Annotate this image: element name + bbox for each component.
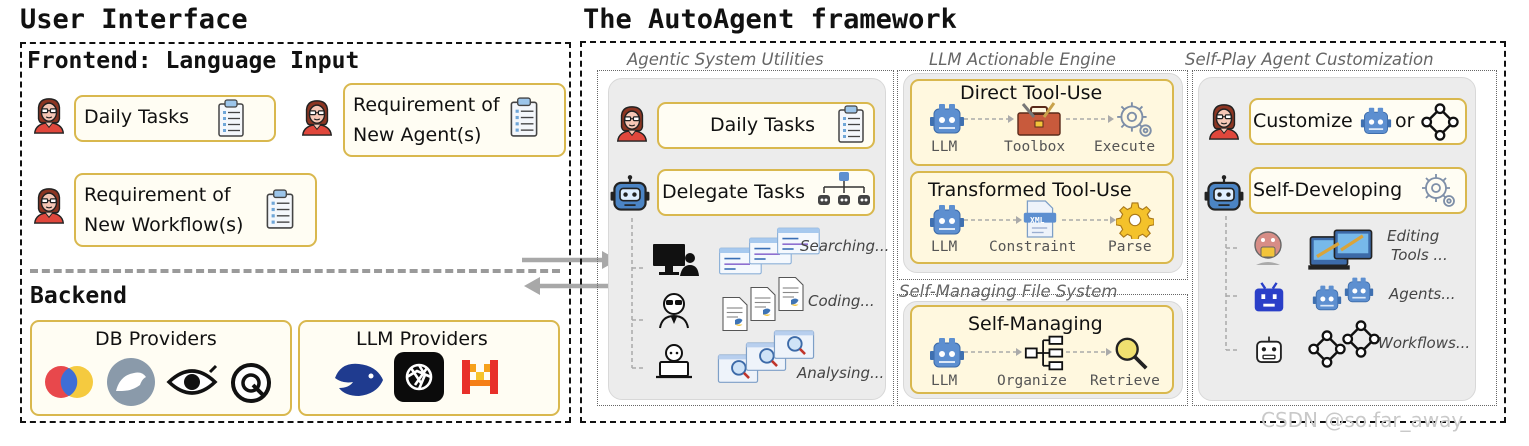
transformed-llm-label: LLM xyxy=(931,239,958,255)
engine-panel xyxy=(897,70,1188,280)
llm-icon xyxy=(929,102,965,138)
constraint-label: Constraint xyxy=(989,239,1077,255)
llm-providers-title: LLM Providers xyxy=(356,328,488,350)
user-icon xyxy=(30,186,68,224)
user-interface-title: User Interface xyxy=(20,4,248,35)
db-provider-q-logo-icon xyxy=(231,363,271,403)
db-providers-title: DB Providers xyxy=(95,328,217,350)
file-system-llm-label: LLM xyxy=(931,373,958,389)
clipboard-icon xyxy=(216,98,246,138)
workflow-bot-icon xyxy=(1252,334,1286,368)
self-managing-title: Self-Managing xyxy=(968,313,1103,335)
agent-bot-icon xyxy=(1250,280,1288,318)
analysis-window-icon xyxy=(772,326,816,360)
bidirectional-arrows xyxy=(522,251,618,295)
backend-title: Backend xyxy=(30,283,127,309)
agent-hierarchy-icon xyxy=(814,170,874,212)
self-developing-label: Self-Developing xyxy=(1253,179,1403,201)
editing-tools-line1: Editing xyxy=(1387,227,1440,245)
user-interface-panel xyxy=(20,42,571,423)
new-agent-line2: New Agent(s) xyxy=(353,124,482,146)
clipboard-icon xyxy=(264,188,296,230)
clipboard-icon xyxy=(836,104,866,144)
llm-icon xyxy=(1344,276,1374,306)
robot-icon xyxy=(610,174,650,214)
watermark: CSDN @so.far_away xyxy=(1261,408,1464,432)
searching-label: Searching... xyxy=(800,237,890,255)
workflow-icon xyxy=(1421,103,1459,141)
direct-flow-arrows xyxy=(964,115,1114,123)
toolbox-label: Toolbox xyxy=(1004,139,1066,155)
editing-tools-icon xyxy=(1308,226,1374,274)
transformed-tool-use-title: Transformed Tool-Use xyxy=(928,179,1132,201)
coding-label: Coding... xyxy=(808,292,875,310)
parse-label: Parse xyxy=(1108,239,1152,255)
analyst-laptop-icon xyxy=(654,340,694,380)
development-gear-icon xyxy=(1418,170,1458,210)
delegate-tasks-label: Delegate Tasks xyxy=(662,181,806,203)
openai-logo-icon xyxy=(394,352,444,402)
delegate-tasks-box[interactable] xyxy=(657,169,875,216)
framework-title: The AutoAgent framework xyxy=(583,4,957,35)
new-workflow-line2: New Workflow(s) xyxy=(84,214,244,236)
workflow-icon xyxy=(1308,330,1346,368)
utilities-title: Agentic System Utilities xyxy=(627,50,824,69)
eye-logo-icon xyxy=(166,364,218,395)
direct-llm-label: LLM xyxy=(931,139,958,155)
tool-creator-mouse-icon xyxy=(1248,226,1288,268)
llm-icon xyxy=(1360,106,1392,138)
clipboard-icon xyxy=(508,96,540,138)
self-developing-box[interactable] xyxy=(1249,167,1467,214)
self-developing-tree-connector xyxy=(1225,216,1240,351)
direct-tool-use-title: Direct Tool-Use xyxy=(960,82,1103,104)
mistral-logo-icon xyxy=(462,360,498,394)
delegate-tree-connector xyxy=(631,218,646,369)
user-icon xyxy=(30,96,68,134)
customization-title: Self-Play Agent Customization xyxy=(1185,50,1434,69)
computer-user-icon xyxy=(650,240,700,280)
user-icon xyxy=(613,104,651,142)
transformed-flow-arrows xyxy=(964,216,1116,224)
workflow-icon xyxy=(1342,320,1380,358)
robot-icon xyxy=(1204,174,1244,214)
new-agent-line1: Requirement of xyxy=(353,94,500,116)
new-workflow-line1: Requirement of xyxy=(84,184,231,206)
llm-icon xyxy=(1312,284,1342,314)
agents-label: Agents... xyxy=(1389,285,1456,303)
code-file-icon xyxy=(776,276,806,312)
analysing-label: Analysing... xyxy=(797,364,885,382)
file-system-title: Self-Managing File System xyxy=(899,282,1118,301)
frontend-backend-divider xyxy=(30,269,560,273)
file-system-panel xyxy=(897,294,1188,406)
framework-panel xyxy=(580,41,1506,423)
llm-icon xyxy=(929,203,965,239)
utilities-daily-tasks-label: Daily Tasks xyxy=(710,114,816,136)
mariadb-seal-icon xyxy=(107,358,155,406)
retrieve-label: Retrieve xyxy=(1090,373,1160,389)
deepseek-whale-icon xyxy=(335,363,383,396)
customize-label: Customize xyxy=(1253,110,1353,132)
llm-icon xyxy=(929,336,965,372)
frontend-title: Frontend: Language Input xyxy=(27,48,360,74)
workflows-label: Workflows... xyxy=(1378,334,1471,352)
db-provider-logo-icon xyxy=(45,366,93,398)
utilities-panel xyxy=(597,70,894,406)
code-file-icon xyxy=(748,286,778,322)
customization-panel xyxy=(1192,70,1497,406)
daily-tasks-label: Daily Tasks xyxy=(84,106,190,128)
coder-icon xyxy=(654,290,694,330)
engine-title: LLM Actionable Engine xyxy=(929,50,1116,69)
editing-tools-line2: Tools ... xyxy=(1391,246,1448,264)
user-icon xyxy=(1205,102,1243,140)
file-system-flow-arrows xyxy=(964,348,1112,356)
xml-badge-label: XML xyxy=(1030,216,1045,225)
execute-label: Execute xyxy=(1094,139,1156,155)
customize-or-label: or xyxy=(1395,110,1415,132)
user-icon xyxy=(298,98,336,136)
organize-label: Organize xyxy=(997,373,1067,389)
code-file-icon xyxy=(720,296,750,332)
